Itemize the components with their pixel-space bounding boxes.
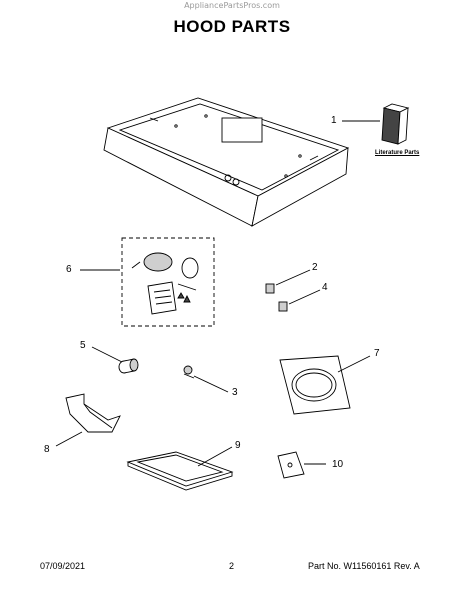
callout-9: 9 [235,440,241,451]
part-2-illustration [265,283,275,294]
footer-date: 07/09/2021 [40,561,86,571]
callout-6: 6 [66,264,72,275]
leader-2 [275,269,311,286]
hood-body-illustration [103,97,350,227]
part-9-illustration [126,451,234,491]
callout-8: 8 [44,444,50,455]
leader-4 [288,289,321,305]
watermark: AppliancePartsPros.com [184,1,280,10]
callout-1: 1 [331,115,337,126]
page-title: HOOD PARTS [173,17,291,36]
leader-9 [197,446,233,467]
motor-kit-illustration [121,237,215,327]
callout-3: 3 [232,387,238,398]
callout-10: 10 [332,459,344,470]
part-4-illustration [278,301,288,312]
part-8-illustration [65,393,121,433]
part-10-illustration [277,451,305,479]
literature-book-illustration [381,103,410,145]
leader-8 [55,431,83,447]
callout-7: 7 [374,348,380,359]
footer-page-number: 2 [229,561,235,571]
part-5-illustration [118,358,139,374]
callout-5: 5 [80,340,86,351]
callout-2: 2 [312,262,318,273]
leader-5 [91,346,123,363]
leader-7 [337,355,371,373]
leader-3 [193,375,229,393]
callout-4: 4 [322,282,328,293]
literature-parts-label: Literature Parts [375,150,420,156]
part-7-illustration [279,355,351,415]
part-3-illustration [183,365,195,379]
footer-part-number: Part No. W11560161 Rev. A [308,561,420,571]
